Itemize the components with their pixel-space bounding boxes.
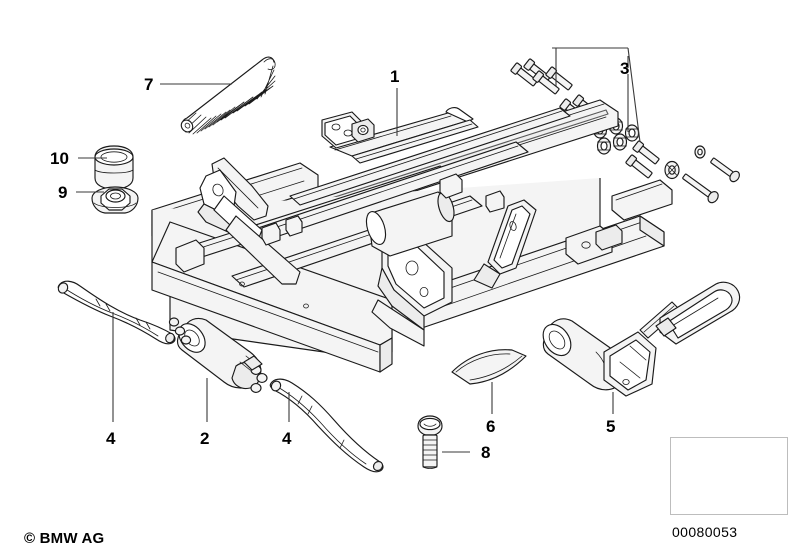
part-2-drive-motor [168, 317, 268, 393]
callout-2: 2 [200, 429, 210, 448]
callout-6: 6 [486, 417, 496, 436]
leader-lines [76, 47, 641, 453]
part-9-rubber-grommet [91, 186, 139, 214]
callout-3: 3 [620, 59, 630, 78]
part-10-rubber-cap [94, 145, 134, 190]
callout-4b: 4 [282, 429, 292, 448]
part-8-hex-socket-bolt [417, 415, 443, 469]
frame-motor-center [365, 191, 455, 257]
bolt-group-lower [625, 140, 740, 204]
callout-7: 7 [144, 75, 154, 94]
callout-4a: 4 [106, 429, 116, 448]
callout-10: 10 [50, 149, 69, 168]
part-4a-flexible-drive-cable [57, 280, 176, 345]
bolt-group-upper [510, 58, 573, 95]
part-number-label: 00080053 [672, 524, 738, 540]
callout-9: 9 [58, 183, 68, 202]
vehicle-locator-box [670, 437, 788, 515]
callout-8: 8 [481, 443, 491, 462]
part-5-motor-spindle-actuator [542, 281, 741, 397]
leader-3 [552, 47, 641, 143]
callout-5: 5 [606, 417, 616, 436]
part-7-tension-spring [180, 56, 276, 135]
callout-1: 1 [390, 67, 400, 86]
part-1-seat-frame-assembly [151, 99, 673, 373]
part-6-trim-cover-plate [451, 349, 527, 385]
part-4b-flexible-drive-cable [269, 378, 384, 473]
copyright-notice: © BMW AG [24, 530, 105, 547]
